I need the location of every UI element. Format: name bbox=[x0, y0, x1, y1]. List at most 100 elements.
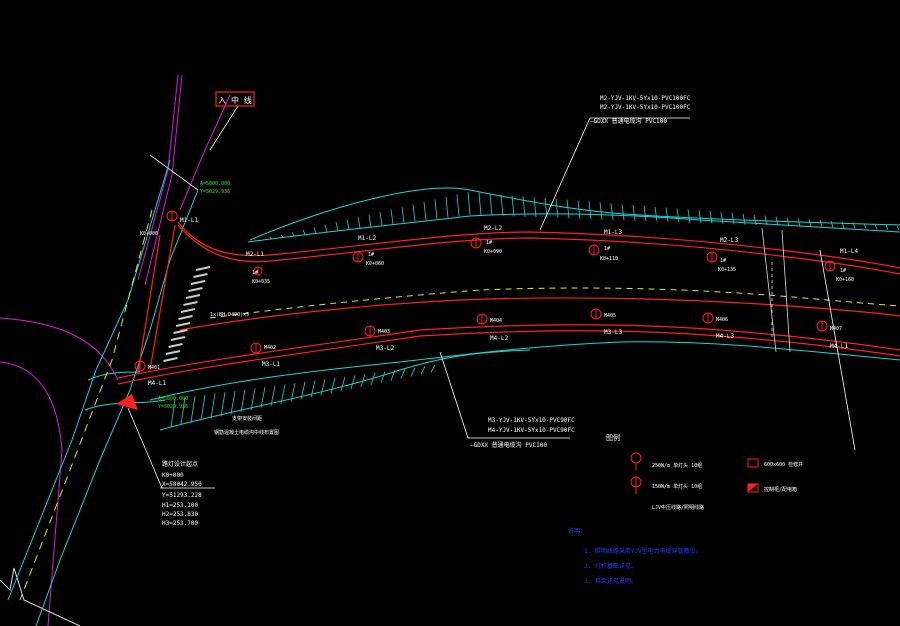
coord-y: Y=51293.228 bbox=[162, 492, 202, 499]
crosswalk-stripe bbox=[173, 329, 188, 334]
lower-pole-3-label: M403 bbox=[378, 329, 390, 335]
cabinet-icon[interactable] bbox=[116, 394, 138, 410]
upper-hatch-line bbox=[456, 194, 460, 217]
lower-pole-4[interactable]: M404 bbox=[476, 313, 502, 325]
lower-slope-band bbox=[149, 341, 900, 431]
upper-hatch-line bbox=[467, 191, 471, 215]
legend-item-2: 150W/m 单灯头 10组 bbox=[630, 476, 702, 494]
lower-hatch-line bbox=[430, 364, 436, 373]
lower-middle-note-2: 钢筋混凝土电缆沟中线布置图 bbox=[214, 429, 279, 436]
upper-hatch-line bbox=[852, 222, 856, 229]
lower-hatch-line bbox=[350, 375, 356, 390]
lower-hatch-line bbox=[250, 388, 256, 411]
green-coordinate-labels: A=5800.000 Y=5029.936 A=5800.000 Y=5029.… bbox=[158, 181, 230, 410]
pole-box-4[interactable]: 1# K0+110 bbox=[588, 244, 618, 262]
note-1: 1. 照明线路采用YJV型电力电缆穿管敷设。 bbox=[584, 547, 702, 555]
lower-line-label-6: M4-L1 bbox=[830, 343, 848, 350]
pole-6-km: K0+160 bbox=[836, 277, 854, 283]
lower-hatch-line bbox=[280, 384, 286, 404]
pole-box-1[interactable]: 1# K0+035 bbox=[252, 266, 270, 285]
pole-4-km: K0+110 bbox=[600, 256, 618, 262]
legend-title: 图例 bbox=[606, 433, 620, 442]
upper-hatch-line bbox=[511, 195, 515, 217]
cable-upper-line1: M2-YJV-1KV-5Yx10-PVC100FC bbox=[600, 95, 691, 102]
lower-pole-5-label: M405 bbox=[604, 313, 616, 319]
lower-hatch-line bbox=[200, 394, 206, 421]
m2-l1-label: M2-L1 bbox=[246, 251, 264, 258]
upper-hatch-line bbox=[478, 192, 482, 216]
pole-marker[interactable] bbox=[166, 210, 178, 222]
pole-box-3[interactable]: 1# K0+090 bbox=[470, 237, 502, 255]
lower-line-label-1: M3-L1 bbox=[262, 361, 280, 368]
upper-hatch-line bbox=[357, 217, 361, 229]
green-text-4: Y=5029.936 bbox=[158, 404, 188, 410]
crosswalk-stripes bbox=[163, 266, 211, 362]
lower-hatch-line bbox=[240, 389, 246, 413]
crosswalk-stripe bbox=[183, 301, 198, 306]
lower-pole-5[interactable]: M405 bbox=[590, 308, 616, 320]
pole-2-km: K0+060 bbox=[366, 261, 384, 267]
lower-hatch-line bbox=[300, 381, 306, 400]
upper-hatch-line bbox=[654, 206, 658, 222]
lower-pole-1[interactable]: M401 M4-L1 bbox=[134, 360, 166, 387]
upper-hatch-line bbox=[335, 222, 339, 231]
upper-hatch-line bbox=[665, 207, 669, 222]
upper-hatch-line bbox=[324, 224, 328, 233]
upper-hatch-line bbox=[313, 227, 317, 234]
legend-item-3: LJV中压线路/照明线路 bbox=[652, 504, 704, 511]
upper-hatch-line bbox=[269, 237, 273, 240]
lower-hatch-line bbox=[290, 383, 296, 402]
lower-pole-7[interactable]: M407 bbox=[816, 320, 842, 332]
notes: 说明： 1. 照明线路采用YJV型电力电缆穿管敷设。 2. 灯杆基础详见。 3.… bbox=[568, 527, 702, 585]
upper-hatch-line bbox=[841, 221, 845, 229]
lower-hatch-line bbox=[320, 379, 326, 396]
upper-hatch-line bbox=[709, 211, 713, 224]
lower-pole-6-label: M406 bbox=[716, 317, 728, 323]
lower-hatch-line bbox=[360, 373, 366, 388]
lower-hatch-line bbox=[210, 393, 216, 419]
upper-hatch-line bbox=[753, 214, 757, 226]
lower-pole-2[interactable]: M402 bbox=[250, 342, 276, 354]
coord-h1: H1=253.100 bbox=[162, 502, 199, 509]
upper-hatch-line bbox=[830, 220, 834, 228]
upper-hatch-line bbox=[577, 200, 581, 219]
legend-item-4: 600x600 检修井 bbox=[747, 458, 803, 468]
lower-hatch-line bbox=[390, 370, 396, 381]
lower-line-label-5: M4-L3 bbox=[716, 333, 734, 340]
crosswalk-stripe bbox=[168, 343, 183, 348]
crosswalk-stripe bbox=[175, 322, 191, 327]
pole-box-5[interactable]: 1# K0+135 bbox=[706, 251, 736, 273]
pole-5-km: K0+135 bbox=[718, 267, 736, 273]
upper-hatch-line bbox=[599, 202, 603, 220]
road-edge-lines bbox=[117, 221, 900, 385]
lower-pole-6[interactable]: M406 bbox=[702, 312, 728, 324]
upper-hatch-line bbox=[742, 213, 746, 225]
pole-3-no: 1# bbox=[486, 240, 492, 246]
upper-hatch-line bbox=[797, 218, 801, 227]
legend-item-4-label: 600x600 检修井 bbox=[764, 461, 803, 468]
cable-lower-line2: M4-YJV-1KV-5Yx10-PVC90FC bbox=[488, 427, 575, 434]
notes-title: 说明： bbox=[568, 527, 586, 535]
cable-upper-line2: M2-YJV-1KV-5Yx10-PVC100FC bbox=[600, 104, 691, 111]
pole-6-no: 1# bbox=[840, 268, 846, 274]
upper-hatch-line bbox=[588, 201, 592, 220]
h-top-label: M1-L1 bbox=[180, 217, 198, 224]
box-icon bbox=[747, 458, 759, 468]
lower-pole-3[interactable]: M403 bbox=[364, 325, 390, 337]
pole-1-km: K0+035 bbox=[252, 279, 270, 285]
lower-line-label-3: M4-L2 bbox=[490, 335, 508, 342]
outer-white-lines bbox=[0, 154, 199, 626]
lower-hatch-line bbox=[420, 366, 426, 375]
note-2: 2. 灯杆基础详见。 bbox=[584, 562, 637, 570]
upper-pole-row: M1-L1 K0+000 M2-L1 1# K0+035 1# K0+060 1… bbox=[140, 210, 858, 285]
pole-4-no: 1# bbox=[604, 246, 610, 252]
pole-box-6[interactable]: 1# K0+160 bbox=[824, 260, 854, 283]
lower-hatch-line bbox=[370, 372, 376, 385]
pole-box-2[interactable]: 1# K0+060 bbox=[352, 251, 384, 267]
leader-lines bbox=[127, 105, 856, 489]
lower-hatch-line bbox=[380, 371, 386, 383]
cable-lower-line1: M3-YJV-1KV-5Yx10-PVC90FC bbox=[488, 417, 575, 424]
upper-hatch-line bbox=[808, 219, 812, 227]
